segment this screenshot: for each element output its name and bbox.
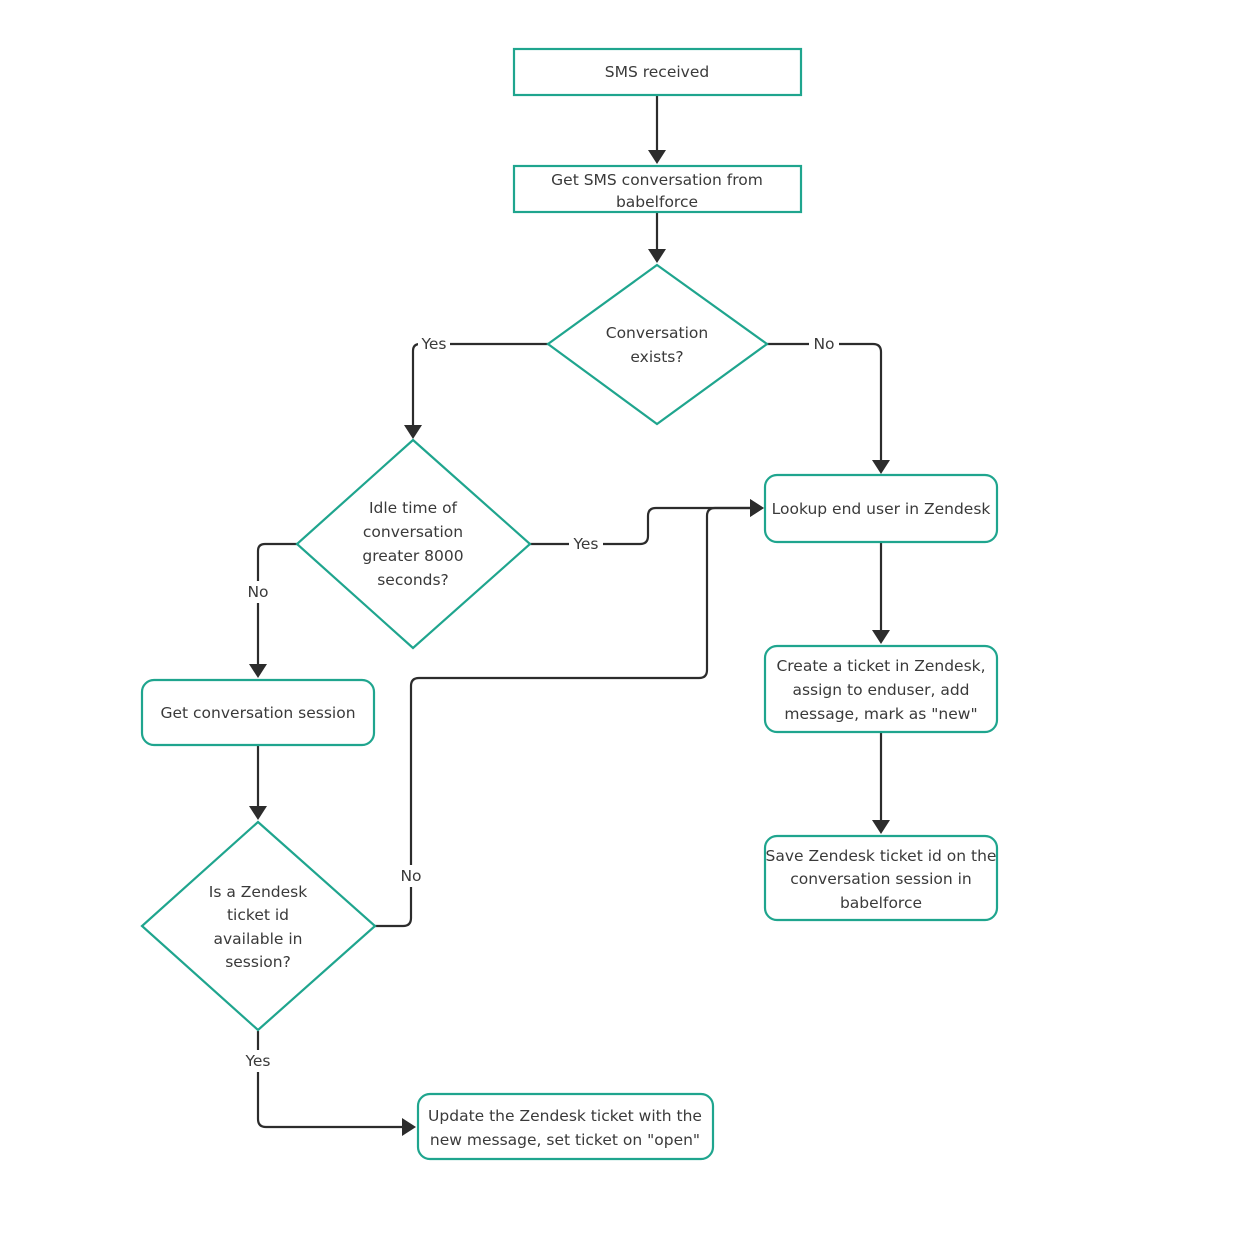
node-label: Get SMS conversation from [551, 171, 763, 189]
node-label: assign to enduser, add [792, 681, 969, 699]
edge-exists-no: No [767, 333, 890, 474]
node-update-ticket: Update the Zendesk ticket with the new m… [416, 1092, 715, 1161]
node-label: conversation [363, 523, 463, 541]
edge-label-yes: Yes [572, 535, 598, 553]
node-label: Create a ticket in Zendesk, [776, 657, 985, 675]
edge-label-no: No [400, 867, 421, 885]
node-sms-received: SMS received [512, 47, 803, 97]
edge-idle-no: No [243, 542, 297, 678]
edge-lookup-to-create [872, 543, 890, 644]
node-save-ticket-id: Save Zendesk ticket id on the conversati… [763, 834, 999, 922]
node-create-ticket: Create a ticket in Zendesk, assign to en… [763, 644, 999, 734]
node-label: Is a Zendesk [209, 883, 307, 901]
edge-ticket-no: No [375, 499, 764, 928]
node-label: Update the Zendesk ticket with the [428, 1107, 702, 1125]
node-idle-time-check: Idle time of conversation greater 8000 s… [295, 438, 532, 650]
node-label: greater 8000 [362, 547, 463, 565]
node-label: session? [225, 953, 291, 971]
node-label: Idle time of [369, 499, 458, 517]
node-lookup-end-user: Lookup end user in Zendesk [763, 473, 999, 544]
edge-exists-yes: Yes [404, 333, 548, 439]
edge-sms-to-get-conversation [648, 96, 666, 164]
node-label: SMS received [605, 63, 709, 81]
node-label: new message, set ticket on "open" [430, 1131, 700, 1149]
node-label: babelforce [840, 894, 922, 912]
node-label: babelforce [616, 193, 698, 211]
edge-label-yes: Yes [420, 335, 446, 353]
edge-get-conversation-to-exists [648, 213, 666, 263]
node-conversation-exists: Conversation exists? [546, 263, 769, 426]
edge-label-no: No [247, 583, 268, 601]
node-label: message, mark as "new" [784, 705, 977, 723]
edge-ticket-yes: Yes [240, 1031, 416, 1136]
node-get-conversation-session: Get conversation session [140, 678, 376, 747]
edge-create-to-save [872, 733, 890, 834]
node-label: exists? [630, 348, 683, 366]
node-get-sms-conversation: Get SMS conversation from babelforce [512, 164, 803, 214]
node-label: conversation session in [790, 870, 972, 888]
node-label: available in [213, 930, 302, 948]
node-label: Conversation [606, 324, 708, 342]
edge-label-no: No [813, 335, 834, 353]
node-label: Lookup end user in Zendesk [772, 500, 991, 518]
node-label: Save Zendesk ticket id on the [766, 847, 997, 865]
node-label: ticket id [227, 906, 289, 924]
edge-label-yes: Yes [244, 1052, 270, 1070]
edge-session-to-ticket-check [249, 746, 267, 820]
node-ticket-available-check: Is a Zendesk ticket id available in sess… [140, 820, 377, 1032]
node-label: seconds? [377, 571, 449, 589]
node-label: Get conversation session [160, 704, 355, 722]
